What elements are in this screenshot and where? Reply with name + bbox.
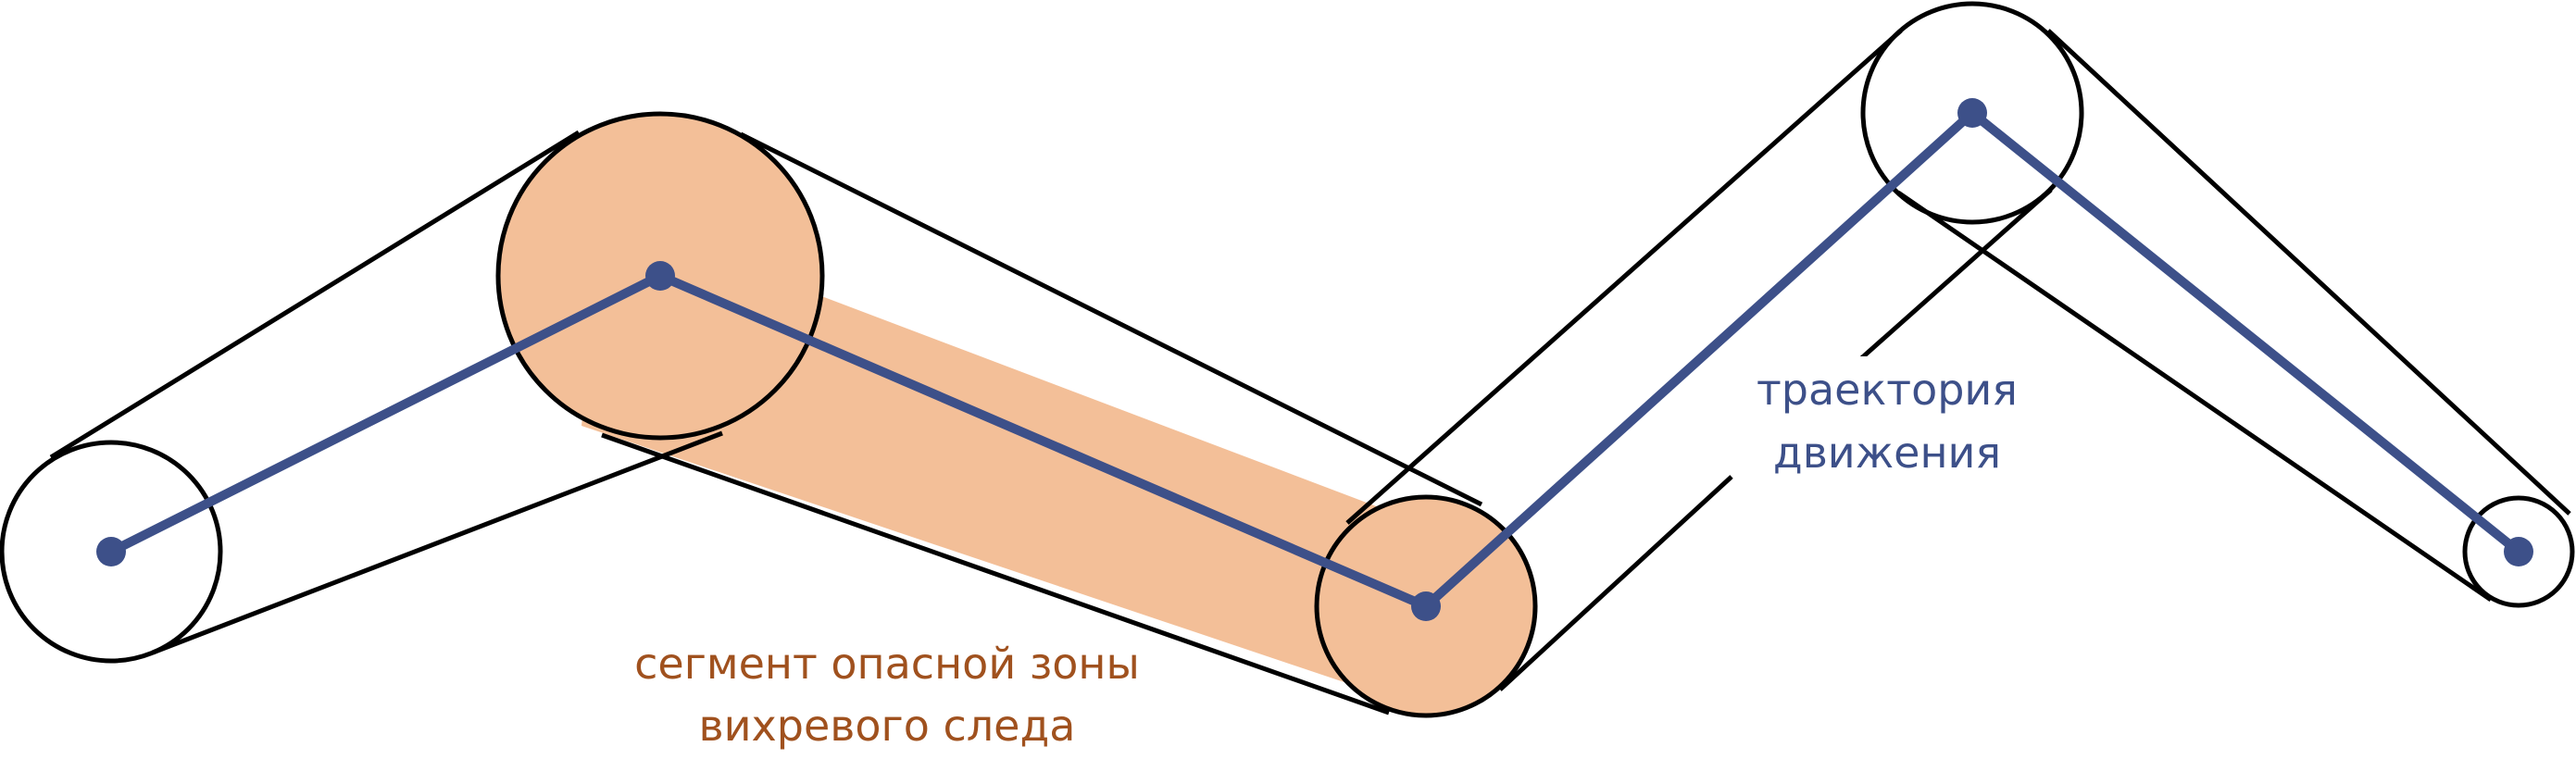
trajectory-label-line1: траектория <box>1757 365 2018 415</box>
envelope-line-3-4-top <box>2046 29 2571 516</box>
segment-label-line2: вихревого следа <box>699 701 1076 751</box>
trajectory-point-3 <box>1957 98 1987 128</box>
wake-circle-0 <box>0 440 223 664</box>
trajectory-label-line2: движения <box>1773 428 2001 478</box>
wake-circle-2 <box>1314 494 1538 718</box>
envelope-line-2-3-bottom-upper <box>1841 188 2053 377</box>
trajectory-point-2 <box>1411 591 1441 621</box>
trajectory-point-1 <box>645 261 675 291</box>
envelope-line-3-4-bottom <box>1896 190 2493 603</box>
wake-circle-4 <box>2462 495 2575 608</box>
envelope-line-1-2-bottom <box>601 432 1390 715</box>
trajectory-point-0 <box>96 537 126 566</box>
trajectory-label-backing <box>1732 356 2037 477</box>
trajectory <box>96 98 2533 621</box>
envelope-line-1-2-top <box>739 131 1483 507</box>
envelope-line-2-3-top <box>1345 29 1903 525</box>
wake-circle-1 <box>495 111 825 441</box>
segment-label-line1: сегмент опасной зоны <box>634 639 1140 689</box>
danger-zone-segment <box>498 114 1535 715</box>
wake-circle-3 <box>1860 1 2084 225</box>
envelope-line-2-3-bottom-lower <box>1498 475 1733 691</box>
envelope-line-0-1-top <box>49 130 581 460</box>
trajectory-point-4 <box>2504 537 2533 566</box>
envelope-line-0-1-bottom <box>152 430 723 655</box>
wake-envelope <box>0 1 2575 718</box>
